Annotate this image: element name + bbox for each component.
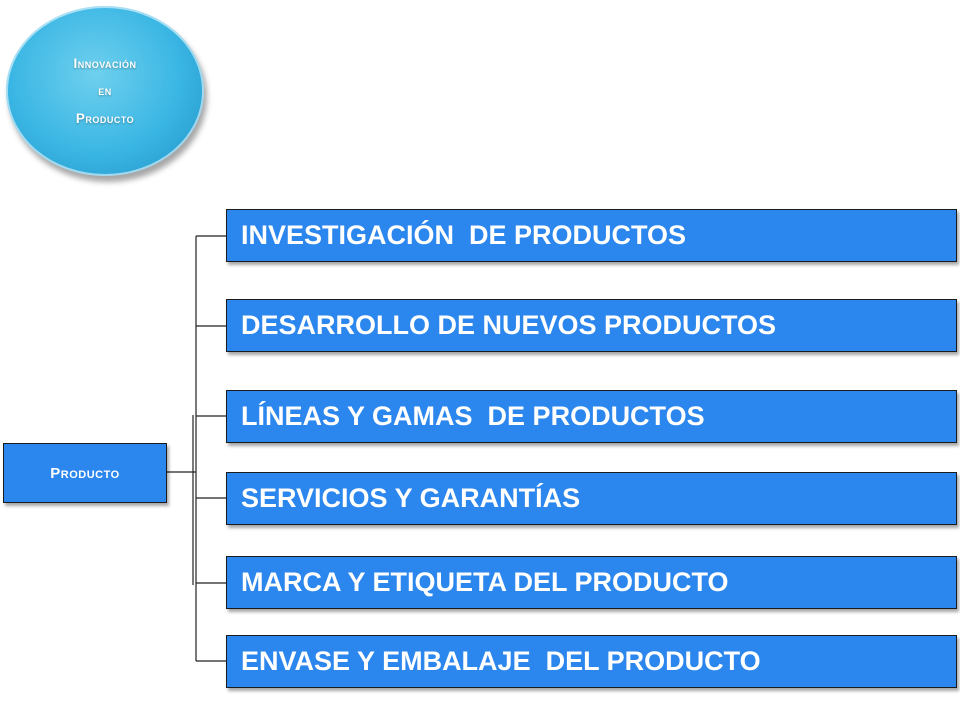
branch-label: MARCA Y ETIQUETA DEL PRODUCTO — [241, 567, 729, 597]
circle-line-3: Producto — [75, 110, 135, 126]
circle-line-2: en — [98, 83, 112, 99]
branch-lineas-gamas: LÍNEAS Y GAMAS DE PRODUCTOS — [226, 390, 957, 443]
branch-label: DESARROLLO DE NUEVOS PRODUCTOS — [241, 310, 777, 340]
root-node-producto: Producto — [3, 443, 167, 503]
circle-line-1: Innovación — [73, 55, 137, 71]
branch-servicios: SERVICIOS Y GARANTÍAS — [226, 472, 957, 525]
branch-marca-etiqueta: MARCA Y ETIQUETA DEL PRODUCTO — [226, 556, 957, 609]
branch-desarrollo: DESARROLLO DE NUEVOS PRODUCTOS — [226, 299, 957, 352]
branch-investigacion: INVESTIGACIÓN DE PRODUCTOS — [226, 209, 957, 262]
branch-label: LÍNEAS Y GAMAS DE PRODUCTOS — [241, 401, 705, 431]
branch-label: ENVASE Y EMBALAJE DEL PRODUCTO — [241, 646, 761, 676]
root-node-label: Producto — [50, 464, 120, 482]
branch-label: SERVICIOS Y GARANTÍAS — [241, 483, 581, 513]
innovacion-circle: Innovación en Producto — [6, 6, 204, 176]
branch-envase-embalaje: ENVASE Y EMBALAJE DEL PRODUCTO — [226, 635, 957, 688]
branch-label: INVESTIGACIÓN DE PRODUCTOS — [241, 220, 687, 250]
